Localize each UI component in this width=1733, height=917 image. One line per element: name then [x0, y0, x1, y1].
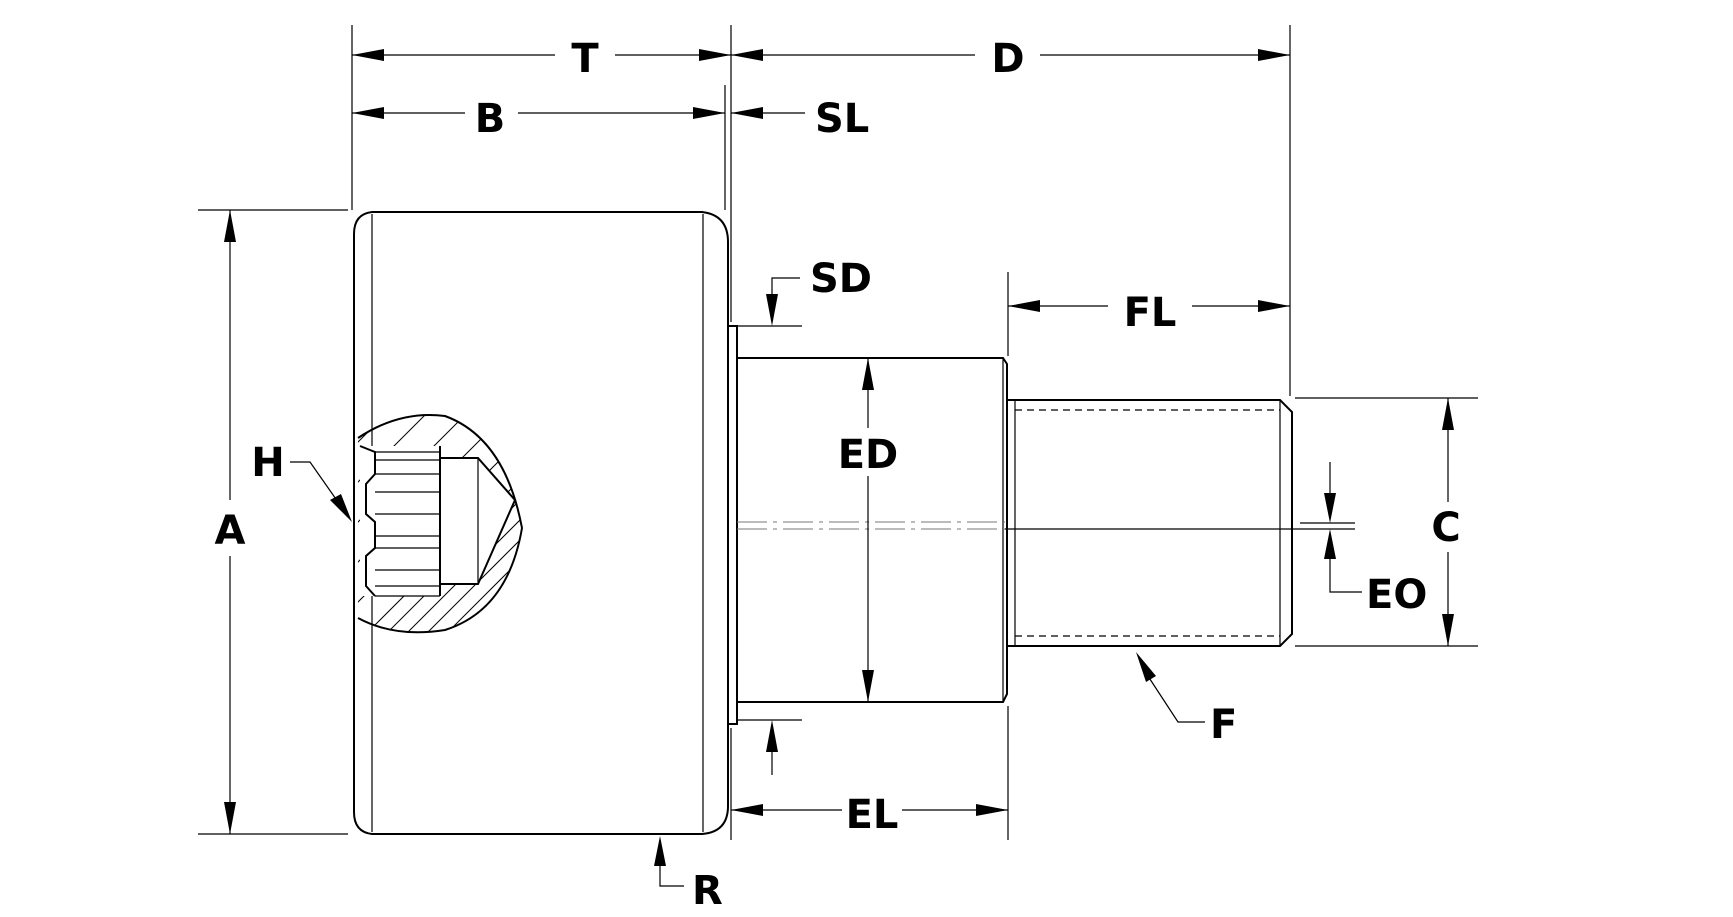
label-R: R — [692, 868, 723, 914]
dimension-SD: SD — [766, 256, 872, 775]
label-EL: EL — [846, 792, 899, 838]
hex-socket-cutaway — [357, 413, 524, 634]
dimension-SL: SL — [731, 96, 869, 142]
cam-follower-part — [353, 211, 1355, 835]
shoulder-flange — [727, 325, 738, 725]
leader-F: F — [1136, 652, 1237, 748]
label-A: A — [215, 508, 246, 554]
dimension-C: C — [1431, 398, 1461, 646]
label-H: H — [251, 440, 284, 486]
hex-socket-splines — [359, 445, 441, 597]
label-FL: FL — [1124, 290, 1177, 336]
label-C: C — [1431, 505, 1460, 551]
label-F: F — [1210, 702, 1237, 748]
centerlines — [737, 521, 1355, 530]
extension-lines — [198, 25, 1478, 840]
leader-R: R — [654, 836, 723, 914]
label-SD: SD — [810, 256, 872, 302]
label-D: D — [991, 36, 1024, 82]
dimension-B: B — [352, 96, 725, 142]
dimension-ED: ED — [838, 358, 899, 702]
label-SL: SL — [815, 96, 869, 142]
label-EO: EO — [1366, 572, 1427, 618]
dimension-A: A — [215, 210, 246, 834]
dimension-EO: EO — [1324, 462, 1427, 618]
dimension-D: D — [731, 36, 1290, 82]
label-B: B — [475, 96, 506, 142]
threaded-stud — [1007, 399, 1293, 647]
label-T: T — [571, 36, 599, 82]
stud-body — [737, 357, 1008, 703]
dimension-EL: EL — [731, 792, 1008, 838]
leader-H: H — [251, 440, 352, 522]
dimension-T: T — [352, 36, 731, 82]
label-ED: ED — [838, 432, 899, 478]
dimension-FL: FL — [1008, 290, 1290, 336]
